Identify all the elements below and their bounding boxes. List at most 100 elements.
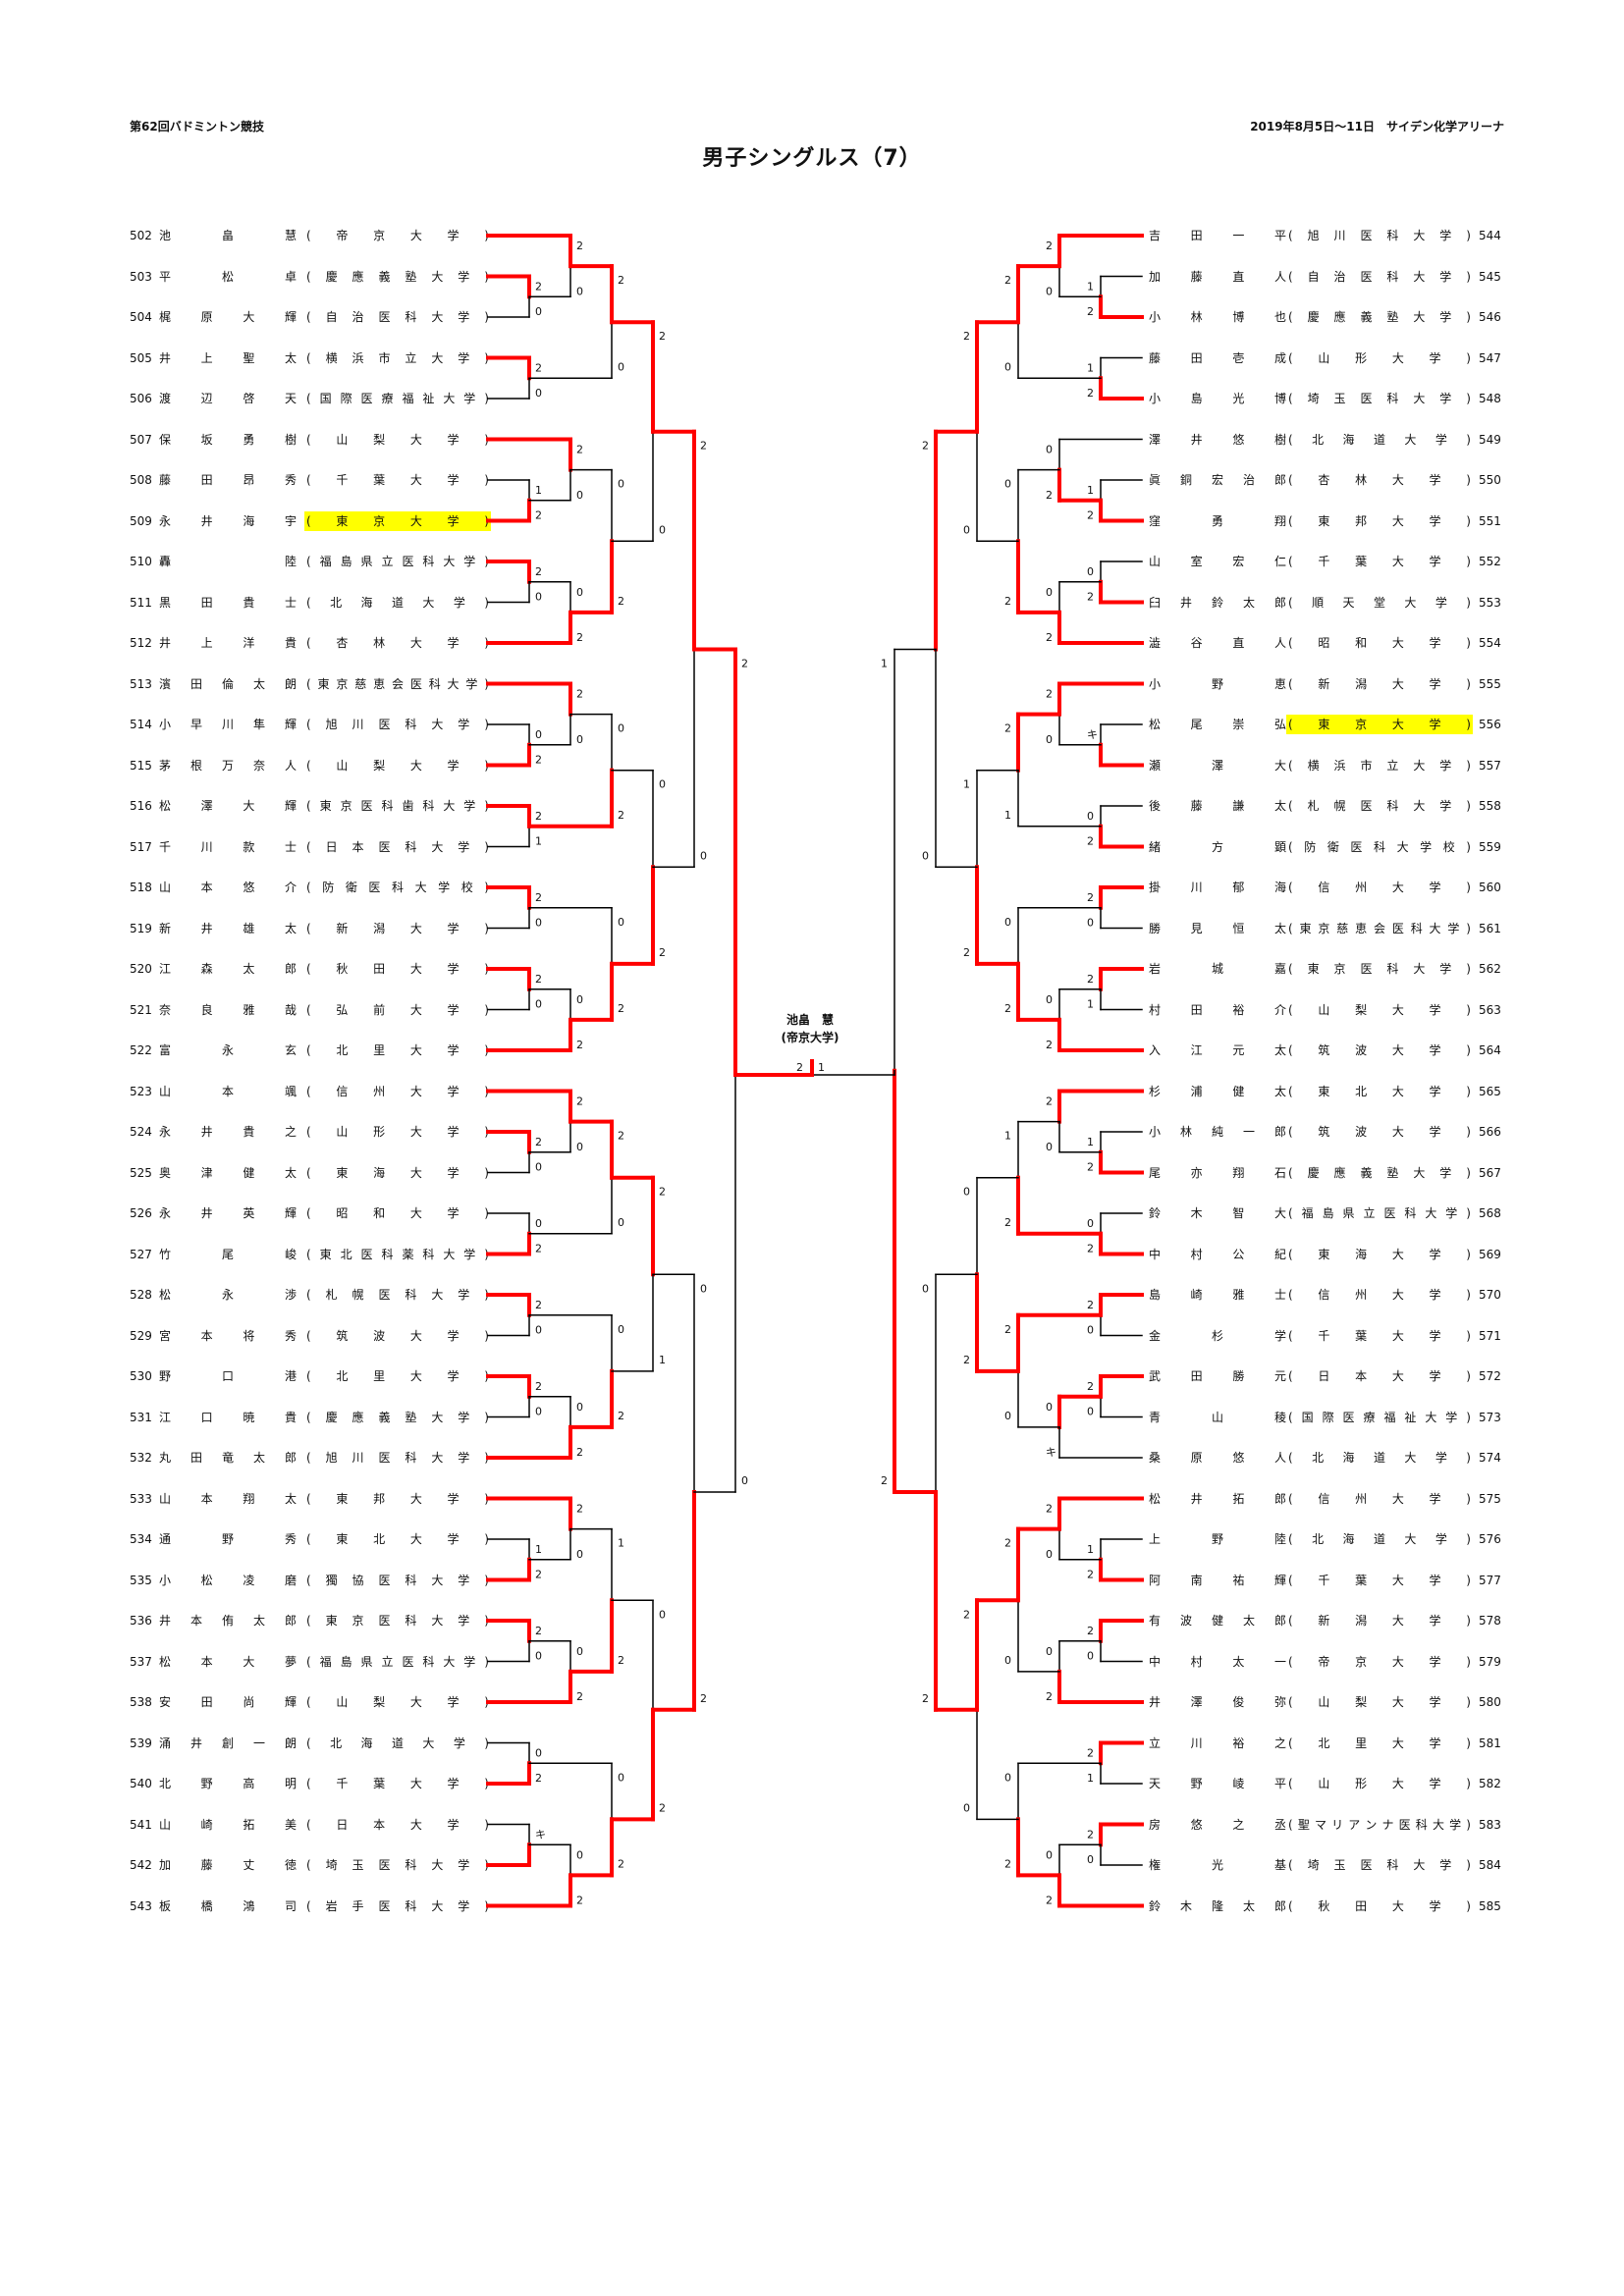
name-char: 郁 <box>1232 881 1245 894</box>
univ-char: 大 <box>443 799 456 813</box>
univ-char: ) <box>1466 1573 1471 1587</box>
univ-char: ( <box>1288 636 1293 650</box>
univ-char: 横 <box>325 350 338 365</box>
name-char: 藤 <box>159 473 172 487</box>
player-row: 吉田一平(旭川医科大学)544 <box>1149 226 1522 245</box>
name-char: 山 <box>159 1817 172 1832</box>
player-row: 金杉学(千葉大学)571 <box>1149 1326 1522 1346</box>
name-char: 村 <box>1190 1654 1203 1669</box>
univ-char: 日 <box>336 1817 349 1832</box>
match-score: 2 <box>1004 274 1011 287</box>
match-score: 2 <box>1046 240 1053 252</box>
univ-char: 学 <box>1429 718 1441 731</box>
univ-char: 医 <box>1383 1206 1396 1220</box>
match-score: 0 <box>618 916 624 929</box>
univ-char: ) <box>484 595 489 610</box>
univ-char: 京 <box>373 229 386 242</box>
name-char: 勇 <box>243 432 255 447</box>
name-char: 井 <box>200 1206 213 1220</box>
univ-char: 北 <box>336 1043 349 1057</box>
name-char: 澁 <box>1149 636 1162 650</box>
match-score: 1 <box>1087 484 1094 497</box>
match-score: 0 <box>1087 1324 1094 1337</box>
univ-char: ) <box>1466 676 1471 691</box>
univ-char: 科 <box>422 555 435 568</box>
name-char: 室 <box>1190 555 1203 568</box>
univ-char: 形 <box>373 1125 386 1139</box>
player-name: 武田勝元 <box>1149 1366 1286 1386</box>
name-char: 謙 <box>1232 799 1245 813</box>
univ-char: 大 <box>1391 473 1404 487</box>
player-row: 澁谷直人(昭和大学)554 <box>1149 633 1522 653</box>
univ-char: 應 <box>1333 1165 1346 1180</box>
univ-char: 学 <box>1429 350 1441 365</box>
univ-char: 大 <box>1391 350 1404 365</box>
univ-char: 衛 <box>1326 839 1339 854</box>
univ-char: 大 <box>409 636 422 650</box>
player-name: 岩城嘉 <box>1149 959 1286 979</box>
name-char: 翔 <box>243 1491 255 1506</box>
match-score: 2 <box>963 330 970 343</box>
player-university: (慶應義塾大学) <box>304 267 491 287</box>
name-char: 田 <box>200 1695 213 1709</box>
univ-char: ( <box>1288 473 1293 487</box>
univ-char: 里 <box>373 1369 386 1383</box>
univ-char: ( <box>1288 1614 1293 1628</box>
univ-char: 大 <box>1391 1247 1404 1261</box>
univ-char: 海 <box>1355 1247 1368 1261</box>
univ-char: 千 <box>1318 1328 1330 1343</box>
name-char: 松 <box>159 799 172 813</box>
name-char: 治 <box>1242 473 1255 487</box>
univ-char: ( <box>306 350 311 365</box>
univ-char: 信 <box>1318 1491 1330 1506</box>
univ-char: 幌 <box>352 1288 364 1302</box>
univ-char: 学 <box>447 1532 460 1546</box>
univ-char: ( <box>306 718 311 731</box>
player-name: 金杉学 <box>1149 1326 1286 1346</box>
name-char: 鈴 <box>1211 595 1223 610</box>
name-char: 郎 <box>1273 1614 1286 1628</box>
player-name: 加藤丈徳 <box>159 1855 297 1875</box>
name-char: 郎 <box>284 962 297 976</box>
univ-char: 学 <box>453 595 465 610</box>
match-score: 2 <box>659 946 666 959</box>
player-number: 518 <box>130 881 152 894</box>
univ-char: 島 <box>1322 1206 1334 1220</box>
univ-char: 大 <box>443 1247 456 1261</box>
name-char: 壱 <box>1232 350 1245 365</box>
univ-char: ) <box>484 881 489 894</box>
player-name: 小野恵 <box>1149 674 1286 694</box>
player-university: (新潟大学) <box>304 919 491 938</box>
univ-char: 大 <box>409 1328 422 1343</box>
univ-char: ( <box>1288 881 1293 894</box>
name-char: 田 <box>189 676 202 691</box>
match-score: 2 <box>1087 1299 1094 1311</box>
univ-char: ) <box>1466 1328 1471 1343</box>
name-char: 輝 <box>284 1206 297 1220</box>
name-char: 房 <box>1149 1817 1162 1832</box>
univ-char: ( <box>306 392 311 405</box>
univ-char: 学 <box>458 718 470 731</box>
univ-char: 衛 <box>345 881 357 894</box>
univ-char: ( <box>306 1573 311 1587</box>
match-score: 2 <box>576 1895 583 1907</box>
univ-char: ン <box>1365 1817 1378 1832</box>
player-number: 584 <box>1479 1858 1501 1872</box>
name-char: 磨 <box>284 1573 297 1587</box>
univ-char: 本 <box>1355 1369 1368 1383</box>
univ-char: 科 <box>381 1247 394 1261</box>
univ-char: 科 <box>405 1898 417 1913</box>
match-score: 2 <box>576 1690 583 1703</box>
univ-char: 大 <box>1391 1002 1404 1017</box>
match-score: 2 <box>576 1095 583 1108</box>
name-char: 翔 <box>1273 513 1286 528</box>
univ-char: ) <box>1466 392 1471 405</box>
name-char: 上 <box>200 636 213 650</box>
name-char: 口 <box>200 1410 213 1424</box>
univ-char: ( <box>306 1410 311 1424</box>
match-score: 0 <box>535 728 542 741</box>
univ-char: 大 <box>431 839 444 854</box>
player-university: (東京慈恵会医科大学) <box>304 674 491 694</box>
univ-char: 東 <box>319 799 332 813</box>
univ-char: 波 <box>373 1328 386 1343</box>
